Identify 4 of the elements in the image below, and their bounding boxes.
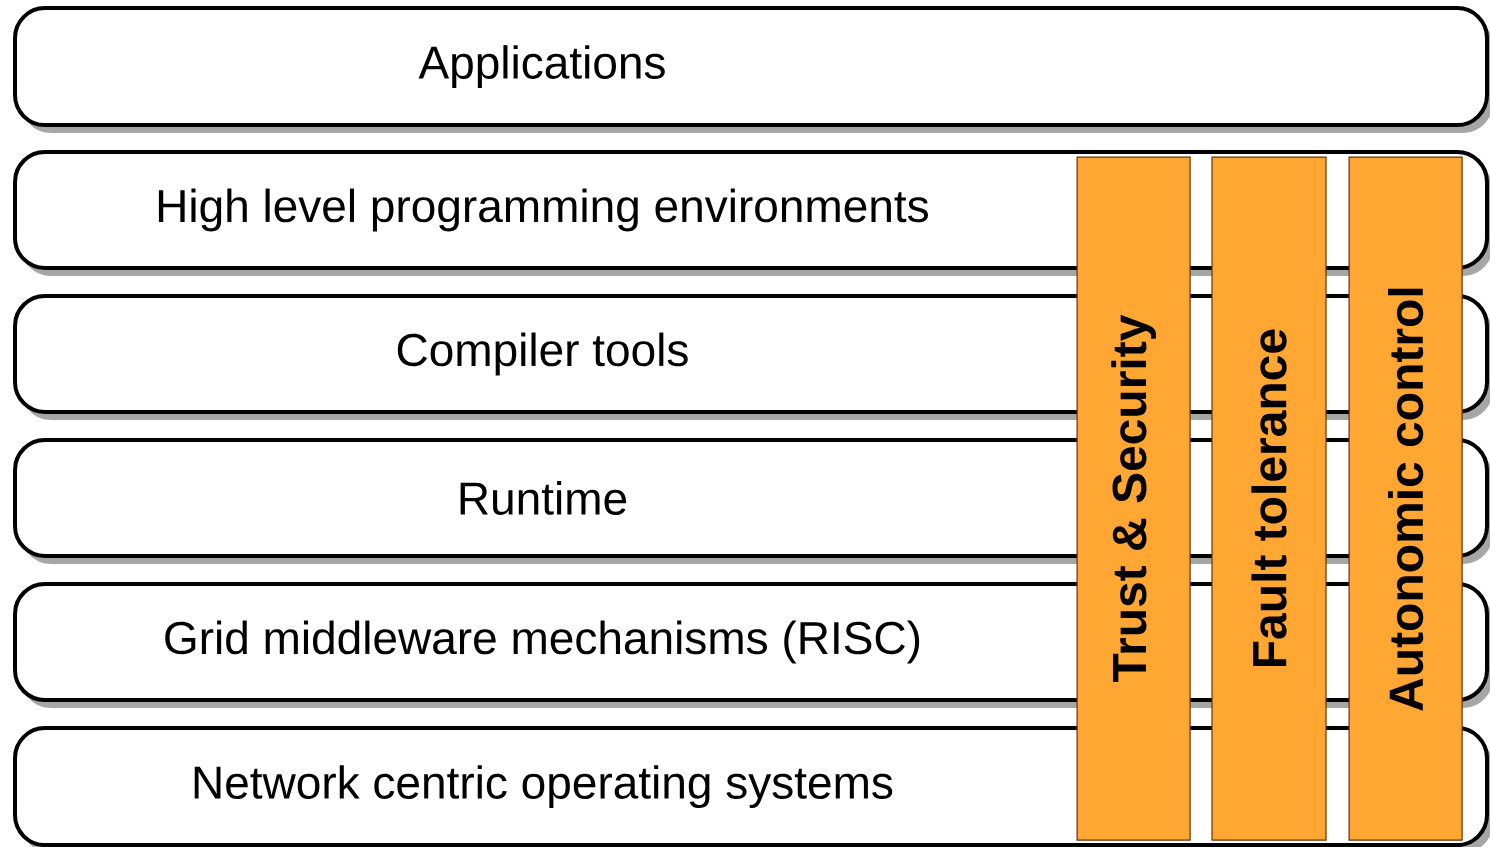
vertical-bar: Autonomic control bbox=[1348, 156, 1463, 841]
layer-box: Applications bbox=[13, 6, 1490, 133]
vertical-bar: Trust & Security bbox=[1076, 156, 1191, 841]
vertical-bar: Fault tolerance bbox=[1211, 156, 1327, 841]
